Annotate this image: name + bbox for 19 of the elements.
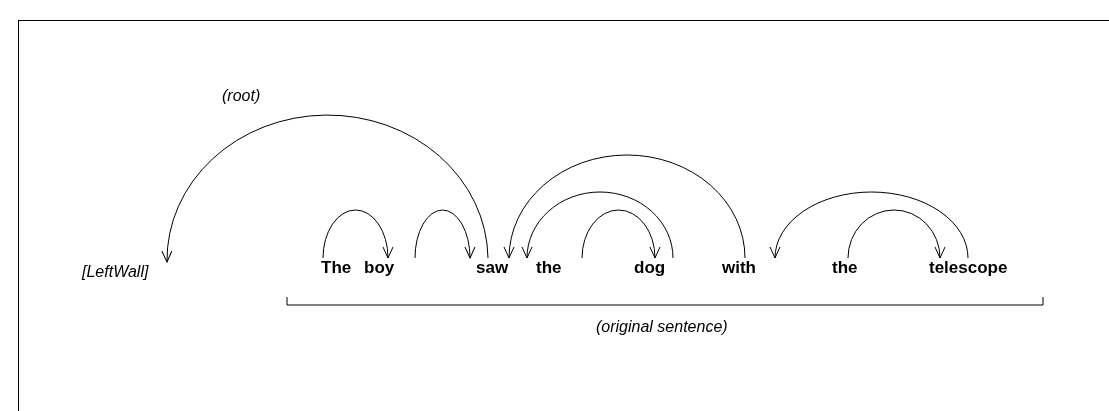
arc-arrow [504,154,746,259]
arc-arrow [322,209,394,259]
word: dog [634,258,666,278]
word: the [536,258,562,278]
word: boy [364,258,395,278]
arc-arrow [581,209,660,259]
wall-marker: [LeftWall] [82,262,149,282]
edge-label: (root) [222,86,261,105]
word: with [722,258,756,278]
arc-arrow [414,209,476,259]
arc-arrow [847,209,945,259]
word: telescope [929,258,1008,278]
arc-arrow [770,191,969,259]
arc-arrow [522,191,674,259]
word: saw [476,258,509,278]
word: the [832,258,858,278]
word: The [321,258,352,278]
bracket-caption: (original sentence) [596,317,728,336]
arc-arrow [162,114,489,263]
